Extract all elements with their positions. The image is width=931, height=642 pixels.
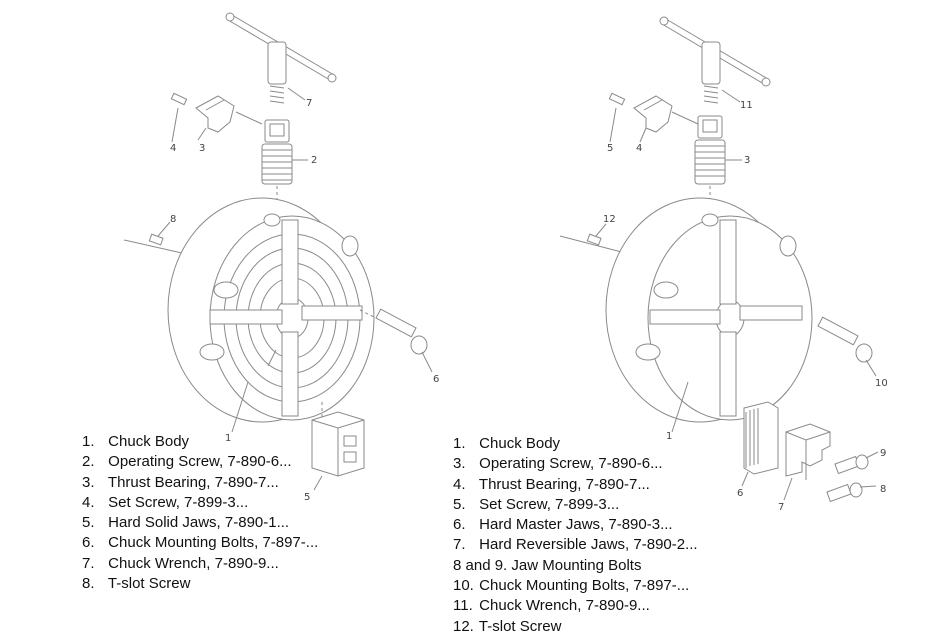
legend-item: 10. Chuck Mounting Bolts, 7-897-...	[453, 577, 690, 595]
callout-right-master-jaw: 6	[737, 488, 743, 499]
legend-item: 1. Chuck Body	[453, 435, 561, 452]
callout-left-bearing: 3	[199, 143, 205, 154]
legend-item: 4. Thrust Bearing, 7-890-7...	[453, 475, 650, 493]
callout-right-bearing: 4	[636, 143, 642, 154]
legend-item: 6. Chuck Mounting Bolts, 7-897-...	[82, 534, 319, 552]
legend-item: 3. Thrust Bearing, 7-890-7...	[82, 473, 279, 491]
legend-item: 5. Hard Solid Jaws, 7-890-1...	[82, 514, 290, 532]
right-master-jaw	[741, 401, 779, 487]
callout-left-bolt: 6	[433, 374, 439, 385]
legend-item: 1. Chuck Body	[82, 433, 190, 450]
callout-right-reversible-jaw: 7	[778, 502, 784, 513]
callout-right-set-screw: 5	[607, 143, 613, 154]
right-chuck-body	[605, 197, 813, 433]
left-chuck-wrench	[225, 12, 337, 104]
left-thrust-bearing	[195, 95, 235, 141]
callout-right-tslot: 12	[603, 214, 616, 225]
callout-left-body: 1	[225, 433, 231, 444]
left-chuck-diagram: 7 2 3 4 8 6 1 5	[123, 12, 439, 503]
legend-item: 7. Hard Reversible Jaws, 7-890-2...	[453, 536, 698, 554]
right-thrust-bearing	[633, 95, 673, 143]
callout-left-jaw: 5	[304, 492, 310, 503]
right-parts-legend: 1. Chuck Body 3. Operating Screw, 7-890-…	[453, 434, 698, 637]
right-jaw-bolts	[826, 451, 879, 503]
callout-left-tslot: 8	[170, 214, 176, 225]
legend-item: 8 and 9. Jaw Mounting Bolts	[453, 556, 642, 574]
callout-right-bolt: 10	[875, 378, 888, 389]
callout-right-jaw-bolt-b: 8	[880, 484, 886, 495]
left-set-screw	[170, 92, 188, 143]
left-parts-legend: 1. Chuck Body 2. Operating Screw, 7-890-…	[82, 432, 318, 594]
legend-item: 12. T-slot Screw	[453, 617, 562, 635]
legend-item: 2. Operating Screw, 7-890-6...	[82, 453, 292, 471]
left-chuck-body	[167, 197, 375, 433]
callout-right-screw: 3	[744, 155, 750, 166]
right-mounting-bolt	[817, 316, 877, 377]
legend-item: 11. Chuck Wrench, 7-890-9...	[453, 597, 650, 615]
left-solid-jaw	[311, 402, 365, 491]
legend-item: 8. T-slot Screw	[82, 575, 191, 593]
right-chuck-wrench	[659, 16, 771, 104]
callout-right-body: 1	[666, 431, 672, 442]
legend-item: 5. Set Screw, 7-899-3...	[453, 495, 620, 513]
right-set-screw	[608, 92, 626, 143]
right-operating-screw	[694, 115, 742, 185]
legend-item: 3. Operating Screw, 7-890-6...	[453, 455, 663, 473]
right-chuck-diagram: 11 3 4 5 12 10 1 6 7 9 8	[559, 16, 888, 513]
callout-left-wrench: 7	[306, 98, 312, 109]
callout-right-jaw-bolt-a: 9	[880, 448, 886, 459]
callout-right-wrench: 11	[740, 100, 753, 111]
callout-left-set-screw: 4	[170, 143, 176, 154]
legend-item: 4. Set Screw, 7-899-3...	[82, 493, 249, 511]
legend-item: 7. Chuck Wrench, 7-890-9...	[82, 554, 279, 572]
left-mounting-bolt	[359, 308, 433, 373]
legend-item: 6. Hard Master Jaws, 7-890-3...	[453, 516, 673, 534]
callout-left-screw: 2	[311, 155, 317, 166]
left-operating-screw	[261, 119, 308, 185]
right-reversible-jaw	[783, 423, 831, 501]
